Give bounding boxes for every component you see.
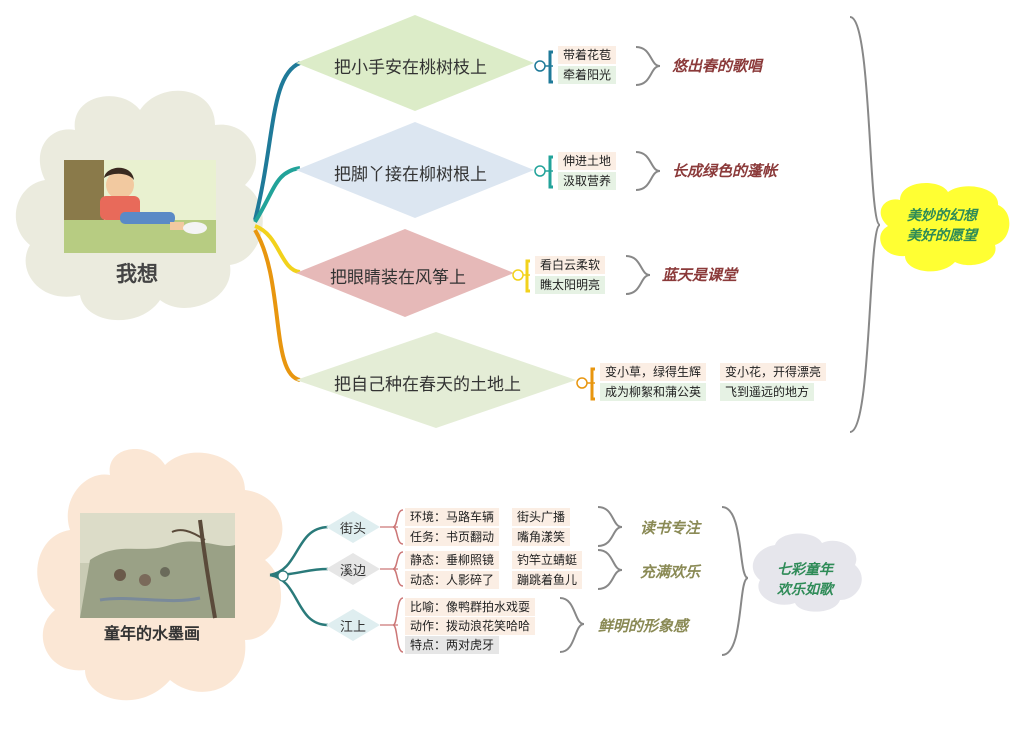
summary-cloud-1: [880, 182, 1010, 272]
branch-line-5: [269, 525, 329, 577]
leaf-4-4: 飞到遥远的地方: [720, 383, 815, 401]
leaf-7-3: 特点：两对虎牙: [405, 636, 500, 654]
branch-line-1: [253, 61, 301, 221]
node-jietou: 街头: [340, 522, 367, 537]
result-2: 长成绿色的蓬帐: [672, 162, 778, 180]
branch-line-3: [254, 224, 301, 274]
result-3: 蓝天是课堂: [662, 266, 738, 284]
branch-label-2: 把脚丫接在柳树根上: [334, 165, 487, 185]
branch-line-6: [269, 567, 329, 577]
ink-painting-illustration: [80, 513, 235, 619]
result-6: 充满欢乐: [640, 563, 701, 581]
leaf-3-1: 看白云柔软: [535, 256, 606, 274]
leaf-4-1: 变小草，绿得生辉: [600, 363, 707, 381]
node-xibian: 溪边: [340, 564, 367, 579]
leaf-7-2: 动作：拨动浪花笑哈哈: [405, 617, 536, 635]
summary-line-1b: 美好的愿望: [907, 228, 977, 244]
node-diamond-xibian: [326, 553, 380, 585]
branch-line-4: [253, 228, 301, 382]
summary-brace-1: [849, 16, 881, 433]
branch-diamond-1: [296, 15, 534, 111]
branch-label-4: 把自己种在春天的土地上: [334, 375, 521, 395]
result-7: 鲜明的形象感: [598, 617, 689, 635]
leaf-4-3: 成为柳絮和蒲公英: [600, 383, 707, 401]
leaf-3-2: 瞧太阳明亮: [535, 276, 606, 294]
result-5: 读书专注: [640, 519, 701, 537]
result-1: 悠出春的歌唱: [672, 57, 763, 75]
node-diamond-jiangshang: [326, 609, 380, 641]
leaf-5-1: 环境：马路车辆: [405, 508, 500, 526]
summary-text-1: 美妙的幻想 美好的愿望: [897, 206, 987, 246]
leaf-6-2: 钓竿立蜻蜓: [512, 551, 583, 569]
branch-diamond-3: [296, 229, 514, 317]
summary-brace-2: [721, 506, 749, 656]
summary-line-2b: 欢乐如歌: [777, 582, 833, 598]
branch-diamond-4: [296, 332, 576, 428]
leaf-5-4: 嘴角漾笑: [512, 528, 571, 546]
node-diamond-jietou: [326, 511, 380, 543]
leaf-5-3: 任务：书页翻动: [405, 528, 500, 546]
branch-line-2: [253, 166, 301, 224]
center-title-2: 童年的水墨画: [104, 624, 201, 643]
leaf-7-1: 比喻：像鸭群拍水戏耍: [405, 598, 536, 616]
girl-sitting-illustration: [64, 160, 216, 253]
leaf-4-2: 变小花，开得漂亮: [720, 363, 827, 381]
summary-text-2: 七彩童年 欢乐如歌: [760, 560, 850, 600]
branch-diamond-2: [296, 122, 534, 218]
leaf-2-1: 伸进土地: [558, 152, 617, 170]
leaf-1-1: 带着花苞: [558, 46, 617, 64]
branch-label-3: 把眼睛装在风筝上: [330, 268, 466, 288]
leaf-6-1: 静态：垂柳照镜: [405, 551, 500, 569]
leaf-6-4: 蹦跳着鱼儿: [512, 571, 583, 589]
center-title-1: 我想: [116, 262, 158, 286]
leaf-2-2: 汲取营养: [558, 172, 617, 190]
summary-cloud-2: [752, 533, 862, 612]
node-jiangshang: 江上: [340, 620, 367, 635]
branch-label-1: 把小手安在桃树枝上: [334, 58, 487, 78]
leaf-6-3: 动态：人影碎了: [405, 571, 500, 589]
leaf-1-2: 牵着阳光: [558, 66, 617, 84]
leaf-5-2: 街头广播: [512, 508, 571, 526]
summary-line-2a: 七彩童年: [777, 562, 833, 578]
summary-line-1a: 美妙的幻想: [907, 208, 977, 224]
